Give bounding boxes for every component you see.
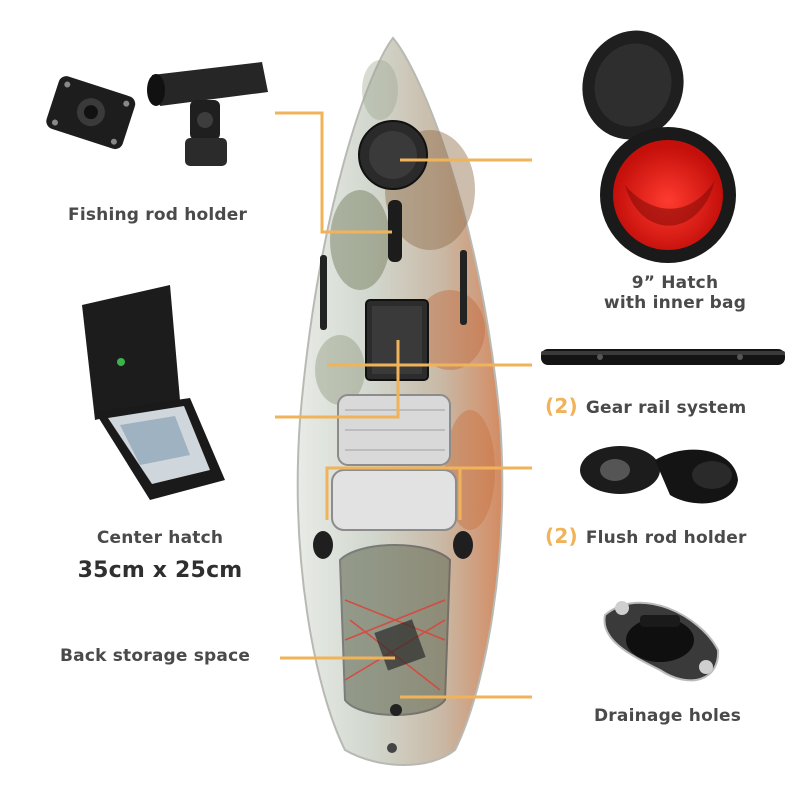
label-back-storage: Back storage space — [60, 646, 251, 666]
leader-center-hatch — [275, 340, 400, 419]
flush-rod-text: Flush rod holder — [585, 528, 747, 548]
leader-fishing-rod-holder — [275, 111, 392, 234]
label-flush-rod: (2) Flush rod holder — [545, 524, 747, 548]
rod-holder-base-image — [46, 76, 136, 150]
center-hatch-image — [82, 285, 225, 500]
kayak-back-storage — [338, 544, 452, 716]
gear-rail-count: (2) — [545, 394, 578, 418]
kayak-drainage-hole — [390, 704, 402, 716]
label-fishing-rod-holder: Fishing rod holder — [68, 205, 248, 225]
label-gear-rail: (2) Gear rail system — [545, 394, 746, 418]
label-hatch: 9” Hatch with inner bag — [590, 273, 760, 313]
kayak-flush-rod-right — [453, 531, 473, 559]
kayak-gear-rail-left — [320, 255, 327, 330]
label-hatch-line2: with inner bag — [603, 293, 747, 313]
kayak-seat — [331, 394, 457, 531]
label-center-hatch: Center hatch 35cm x 25cm — [60, 528, 260, 583]
kayak-stern-handle — [387, 743, 397, 753]
kayak-gear-rail-right — [460, 250, 467, 325]
hatch-with-bag-image — [582, 30, 736, 263]
flush-rod-holder-image — [580, 446, 738, 504]
gear-rail-text: Gear rail system — [585, 398, 747, 418]
gear-rail-image — [541, 349, 785, 365]
center-hatch-title: Center hatch — [96, 528, 224, 548]
label-drainage: Drainage holes — [594, 706, 742, 726]
rod-holder-tube-image — [147, 62, 268, 166]
label-hatch-line1: 9” Hatch — [631, 273, 719, 293]
drainage-plug-image — [603, 601, 720, 682]
center-hatch-size: 35cm x 25cm — [77, 558, 243, 583]
kayak-front-hatch — [358, 120, 428, 262]
leader-flush-rod — [325, 466, 532, 520]
flush-rod-count: (2) — [545, 524, 578, 548]
kayak-flush-rod-left — [313, 531, 333, 559]
leader-lines — [275, 111, 532, 699]
